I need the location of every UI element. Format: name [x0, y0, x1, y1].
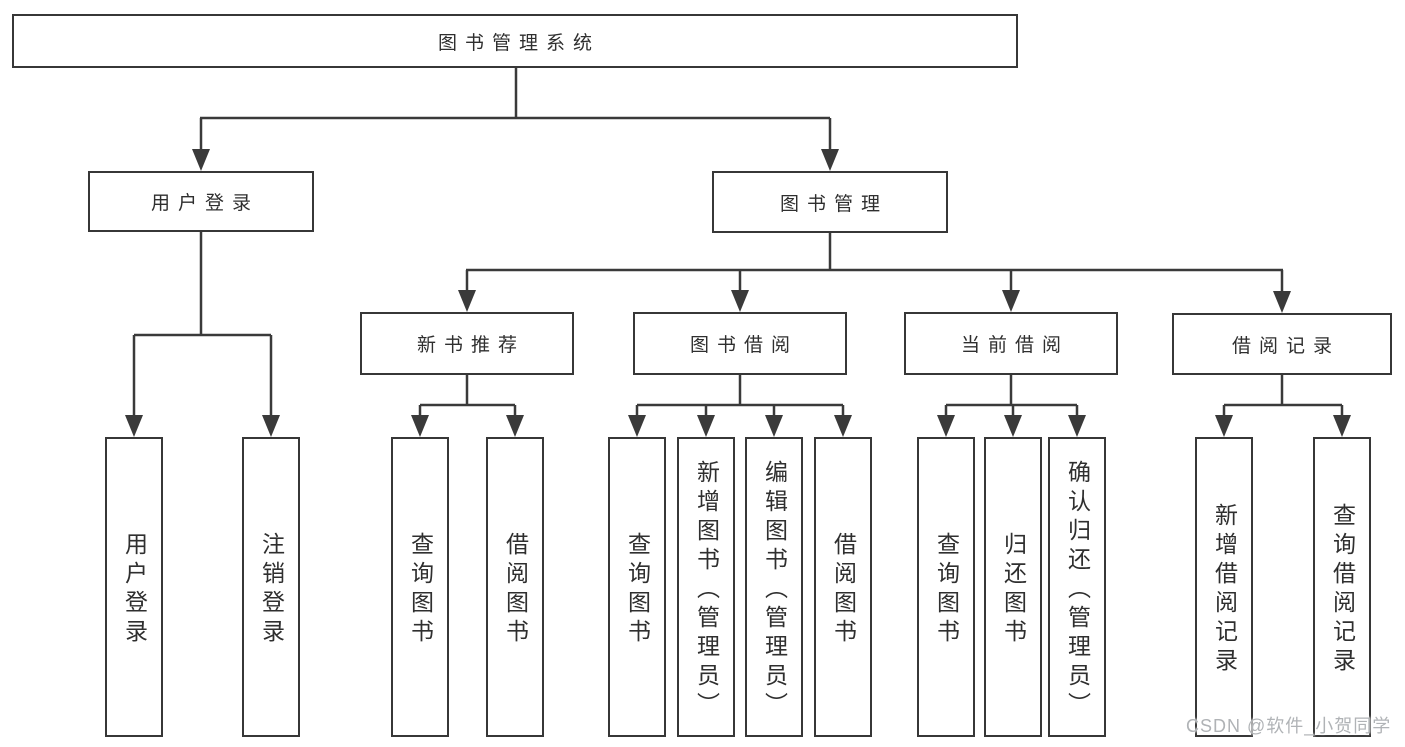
node-nbr-borrow-books-label: 借阅图书 — [502, 532, 529, 648]
node-br-query-record: 查询借阅记录 — [1313, 437, 1371, 737]
node-bb-add-books: 新增图书（管理员） — [677, 437, 735, 737]
node-bb-edit-books-label: 编辑图书（管理员） — [761, 459, 788, 721]
connector-group — [125, 68, 1351, 437]
node-br-query-record-label: 查询借阅记录 — [1329, 503, 1356, 677]
node-bb-add-books-label: 新增图书（管理员） — [693, 459, 720, 721]
node-book-management-label: 图书管理 — [779, 193, 888, 215]
node-br-add-record: 新增借阅记录 — [1195, 437, 1253, 737]
node-user-login: 用户登录 — [88, 171, 314, 232]
csdn-watermark: CSDN @软件_小贺同学 — [1186, 716, 1392, 736]
node-nbr-query-books-label: 查询图书 — [407, 532, 434, 648]
node-logout-leaf: 注销登录 — [242, 437, 300, 737]
node-new-book-recommend: 新书推荐 — [360, 312, 574, 375]
node-cb-query-books-label: 查询图书 — [933, 532, 960, 648]
node-cb-return-books: 归还图书 — [984, 437, 1042, 737]
node-current-borrow: 当前借阅 — [904, 312, 1118, 375]
node-bb-borrow-books: 借阅图书 — [814, 437, 872, 737]
node-bb-borrow-books-label: 借阅图书 — [830, 532, 857, 648]
node-bb-query-books: 查询图书 — [608, 437, 666, 737]
node-cb-confirm-return-label: 确认归还（管理员） — [1064, 459, 1091, 721]
node-root: 图书管理系统 — [12, 14, 1018, 68]
node-root-label: 图书管理系统 — [437, 32, 600, 54]
node-cb-query-books: 查询图书 — [917, 437, 975, 737]
node-bb-query-books-label: 查询图书 — [624, 532, 651, 648]
node-borrow-records-label: 借阅记录 — [1231, 335, 1340, 357]
node-cb-return-books-label: 归还图书 — [1000, 532, 1027, 648]
node-nbr-query-books: 查询图书 — [391, 437, 449, 737]
node-logout-leaf-label: 注销登录 — [258, 532, 285, 648]
node-borrow-records: 借阅记录 — [1172, 313, 1392, 375]
node-user-login-leaf-label: 用户登录 — [121, 532, 148, 648]
node-current-borrow-label: 当前借阅 — [960, 335, 1069, 356]
node-book-borrow-label: 图书借阅 — [689, 335, 798, 356]
node-cb-confirm-return: 确认归还（管理员） — [1048, 437, 1106, 737]
node-user-login-leaf: 用户登录 — [105, 437, 163, 737]
node-book-borrow: 图书借阅 — [633, 312, 847, 375]
node-br-add-record-label: 新增借阅记录 — [1211, 503, 1238, 677]
node-book-management: 图书管理 — [712, 171, 948, 233]
node-bb-edit-books: 编辑图书（管理员） — [745, 437, 803, 737]
node-new-book-recommend-label: 新书推荐 — [416, 335, 525, 356]
node-user-login-label: 用户登录 — [150, 193, 259, 214]
node-nbr-borrow-books: 借阅图书 — [486, 437, 544, 737]
